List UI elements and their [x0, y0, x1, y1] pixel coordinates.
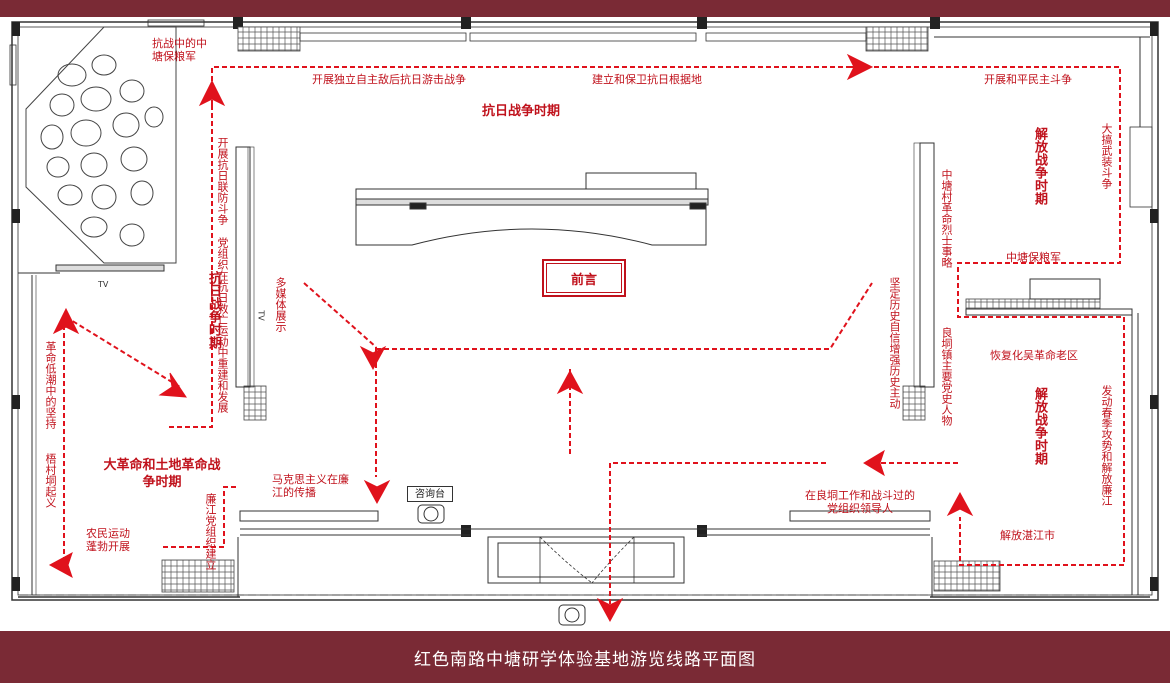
columns	[12, 17, 1158, 591]
heading-liberation-lower: 解放战争时期	[1032, 387, 1047, 465]
tv-label-left: TV	[98, 280, 109, 289]
rock-garden	[25, 26, 177, 264]
map-caption: 红色南路中塘研学体验基地游览线路平面图	[0, 631, 1170, 683]
label-base-area: 建立和保卫抗日根据地	[592, 73, 702, 86]
floor-plan: 抗战中的中塘保粮军 开展独立自主敌后抗日游击战争 建立和保卫抗日根据地 抗日战争…	[0, 17, 1170, 631]
heading-anti-japanese-left: 抗日战争时期	[206, 271, 221, 349]
tv-label-center: TV	[256, 310, 266, 321]
interior-walls	[18, 36, 1150, 597]
heading-great-revolution: 大革命和土地革命战争时期	[103, 458, 221, 490]
label-meicun: 梧村垌起义	[44, 453, 57, 508]
info-desk-label: 咨询台	[407, 486, 453, 502]
label-united-front: 开展抗日联防斗争	[216, 137, 229, 225]
plan-drawing	[9, 17, 1159, 626]
label-lianjiang-party: 廉江党组织建立	[204, 493, 217, 570]
label-party-org: 党组织在抗日救亡运动中重建和发展	[216, 237, 229, 413]
windows	[9, 19, 1153, 208]
label-marxism: 马克思主义在廉江的传播	[272, 473, 349, 499]
label-grain-corner: 抗战中的中塘保粮军	[152, 37, 207, 63]
visitor-figures	[417, 504, 586, 626]
hatched-blocks	[161, 26, 1101, 593]
label-low-tide: 革命低潮中的坚持	[44, 341, 57, 429]
label-faith: 坚定历史自信增强历史主动	[888, 277, 901, 409]
label-zhanjiang: 解放湛江市	[1000, 529, 1055, 542]
foreword-panel: 前言	[542, 259, 626, 297]
entrance-doors	[539, 536, 635, 584]
central-display	[355, 172, 709, 246]
top-band	[0, 0, 1170, 17]
label-party-figures: 良垌镇主要党史人物	[940, 327, 953, 426]
label-grain-army: 中塘保粮军	[1006, 251, 1061, 264]
heading-liberation-upper: 解放战争时期	[1032, 127, 1047, 205]
label-spring-offensive: 发动春季攻势和解放廉江	[1100, 385, 1113, 506]
building-walls	[11, 21, 1159, 601]
foreword-label: 前言	[546, 263, 622, 293]
label-guerrilla: 开展独立自主敌后抗日游击战争	[312, 73, 466, 86]
label-peace-democracy: 开展和平民主斗争	[984, 73, 1072, 86]
label-peasant: 农民运动蓬勃开展	[86, 527, 130, 553]
heading-anti-japanese-center: 抗日战争时期	[482, 104, 561, 119]
route-arrows	[48, 53, 974, 623]
label-martyrs: 中塘村革命烈士事略	[940, 169, 953, 268]
label-leaders: 在良垌工作和战斗过的党组织领导人	[805, 489, 915, 515]
label-armed-struggle: 大搞武装斗争	[1100, 123, 1113, 189]
label-restore-area: 恢复化吴革命老区	[990, 349, 1078, 362]
label-multimedia: 多媒体展示	[274, 277, 287, 332]
visitor-route	[63, 66, 1125, 607]
